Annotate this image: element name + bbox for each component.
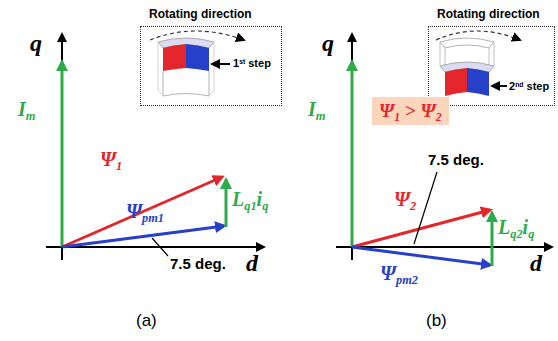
frame-heading: Rotating direction bbox=[437, 7, 540, 21]
psi2-arrow bbox=[352, 210, 490, 247]
axes-a bbox=[46, 34, 264, 260]
axis-label: d bbox=[530, 250, 542, 276]
leader-line bbox=[414, 172, 437, 244]
flux-label: Ψ1 bbox=[100, 148, 122, 170]
voltage-label: Lq2iq bbox=[498, 216, 534, 238]
axes-b bbox=[336, 34, 552, 260]
step-label: 1st step bbox=[233, 57, 271, 69]
im-arrow bbox=[61, 62, 64, 247]
flux-label: Ψ2 bbox=[394, 188, 416, 210]
voltage-label: Lq1iq bbox=[232, 188, 268, 210]
lq2iq-arrow bbox=[491, 213, 494, 266]
angle-label: 7.5 deg. bbox=[428, 152, 484, 169]
axis-label: q bbox=[322, 30, 334, 56]
psipm2-arrow bbox=[352, 247, 490, 265]
comparison-text: Ψ1 > Ψ2 bbox=[379, 100, 442, 122]
current-label: Im bbox=[308, 98, 325, 120]
flux-label: Ψpm2 bbox=[380, 262, 418, 284]
panel-caption: (a) bbox=[136, 312, 157, 331]
angle-label: 7.5 deg. bbox=[170, 256, 226, 273]
axis-label: q bbox=[30, 30, 42, 56]
magnet-figure bbox=[150, 31, 244, 96]
comparison-box: Ψ1 > Ψ2 bbox=[372, 97, 449, 125]
current-label: Im bbox=[18, 98, 35, 120]
psipm1-arrow bbox=[62, 226, 224, 247]
frame-heading: Rotating direction bbox=[149, 7, 252, 21]
magnet-figure bbox=[436, 31, 520, 96]
im-arrow bbox=[351, 62, 354, 247]
leader-line bbox=[152, 238, 168, 256]
panel-caption: (b) bbox=[426, 312, 447, 331]
illustration-frame: Rotating direction1st step bbox=[140, 26, 282, 106]
step-label: 2nd step bbox=[509, 80, 549, 92]
flux-label: Ψpm1 bbox=[126, 200, 164, 222]
lq1iq-arrow bbox=[225, 180, 228, 227]
axis-label: d bbox=[246, 250, 258, 276]
illustration-frame: Rotating direction2nd step bbox=[428, 26, 555, 106]
